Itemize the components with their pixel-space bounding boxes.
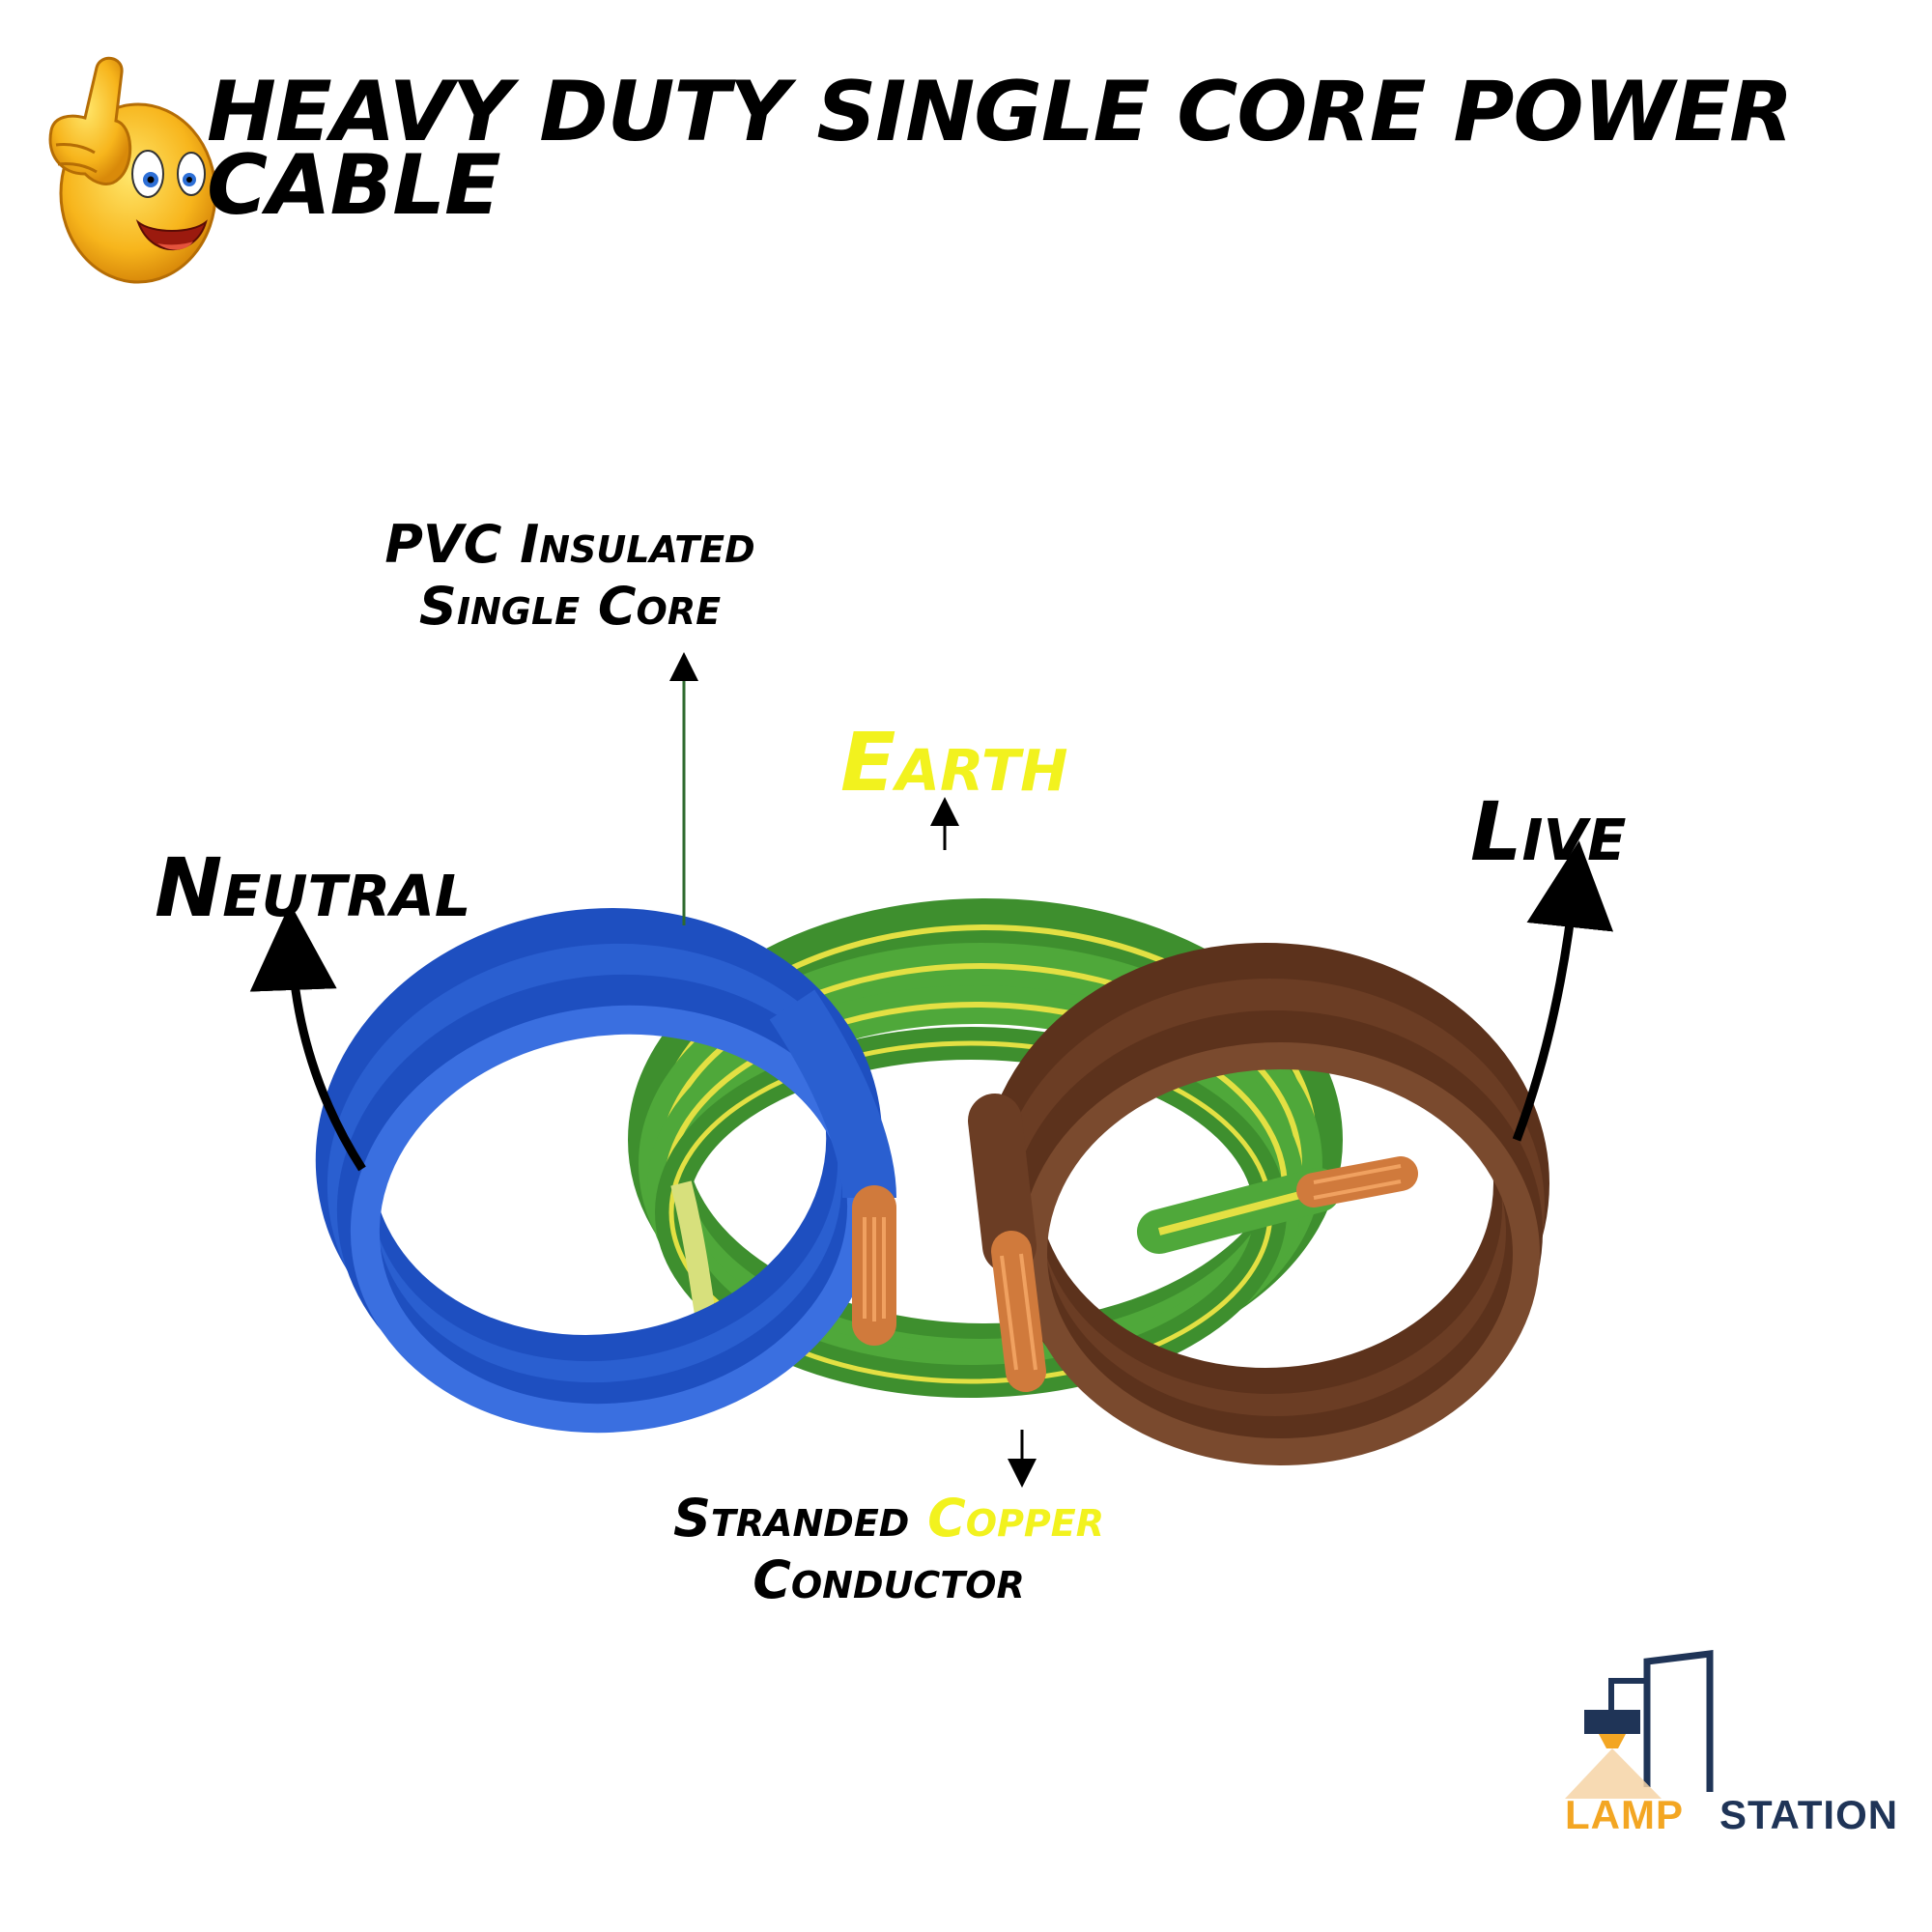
pvc-line-1: PVC Insulated — [384, 514, 755, 575]
page-title: HEAVY DUTY SINGLE CORE POWER CABLE — [207, 64, 1793, 234]
earth-cable-coil — [628, 898, 1418, 1398]
conductor-text: Conductor — [753, 1549, 1025, 1610]
stranded-line-1: Stranded Copper — [589, 1488, 1188, 1549]
stranded-copper-label: Stranded Copper Conductor — [589, 1488, 1188, 1611]
copper-highlight: Copper — [927, 1488, 1104, 1548]
logo-lamp-text: LAMP — [1565, 1792, 1684, 1837]
pvc-line-2: Single Core — [418, 576, 722, 637]
logo-station-text: STATION — [1719, 1792, 1899, 1837]
thumbs-up-smiley-icon — [48, 57, 217, 284]
pvc-insulated-label: PVC Insulated Single Core — [328, 514, 811, 638]
label-arrows — [249, 652, 1614, 1488]
lamp-station-logo — [1565, 1650, 1714, 1799]
live-cable-coil — [968, 943, 1549, 1465]
earth-label: Earth — [840, 715, 1068, 810]
stranded-text: Stranded — [673, 1488, 928, 1548]
neutral-cable-coil — [315, 908, 896, 1434]
